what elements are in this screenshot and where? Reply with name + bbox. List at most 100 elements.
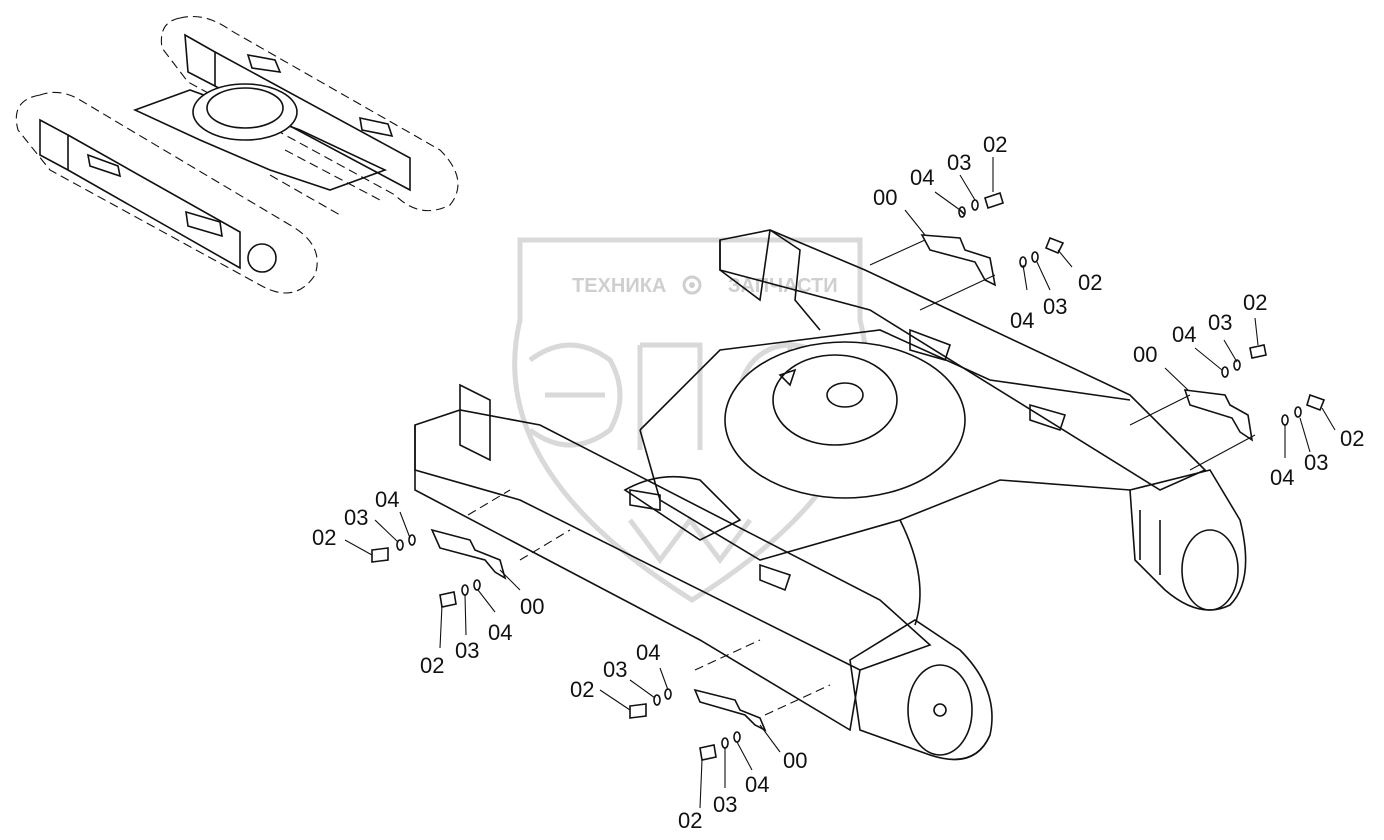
bolt-1 bbox=[959, 191, 1004, 216]
center-pad-4 bbox=[759, 563, 792, 592]
guard-bracket-2-leaders bbox=[1129, 394, 1256, 471]
callout-label: 02 bbox=[1078, 270, 1102, 295]
callout-label: 00 bbox=[520, 594, 544, 619]
callout-label: 04 bbox=[1172, 322, 1196, 347]
rear-idler-detail bbox=[1139, 510, 1161, 575]
callout-label: 04 bbox=[636, 640, 660, 665]
callout-label: 03 bbox=[1208, 310, 1232, 335]
guard-bracket-small-2 bbox=[359, 116, 394, 138]
washer-7a bbox=[653, 694, 661, 706]
callout-label: 00 bbox=[783, 748, 807, 773]
callout-label: 03 bbox=[603, 657, 627, 682]
track-guard-bracket-upper-front bbox=[1129, 389, 1256, 471]
washer-7b bbox=[664, 688, 672, 700]
center-pad-3 bbox=[629, 489, 661, 511]
callout-label: 03 bbox=[1304, 450, 1328, 475]
swing-ring-small-inner bbox=[206, 87, 284, 129]
bolt-7 bbox=[629, 703, 647, 719]
bolt-6 bbox=[439, 591, 457, 608]
front-frame-end-bracket bbox=[459, 383, 491, 462]
swing-center bbox=[826, 382, 864, 408]
callout-label: 03 bbox=[1043, 294, 1067, 319]
front-frame-idler-housing bbox=[849, 619, 993, 761]
callout-label: 02 bbox=[420, 653, 444, 678]
bolt-3 bbox=[1249, 344, 1267, 359]
washer-3b bbox=[1221, 366, 1229, 378]
track-guard-bracket-lower-front bbox=[693, 639, 831, 732]
callout-label: 04 bbox=[488, 620, 512, 645]
bolt-2 bbox=[1044, 236, 1065, 255]
guard-bracket-1 bbox=[920, 234, 997, 287]
rear-idler-bore bbox=[1181, 529, 1239, 611]
washer-2a bbox=[1031, 251, 1039, 263]
washer-1a bbox=[971, 199, 979, 211]
callout-label: 02 bbox=[1243, 290, 1267, 315]
callout-label: 00 bbox=[873, 185, 897, 210]
washer-4a bbox=[1294, 406, 1302, 418]
callout-label: 03 bbox=[713, 792, 737, 817]
callout-label: 04 bbox=[1010, 308, 1034, 333]
track-guard-bracket-lower-rear bbox=[430, 489, 571, 580]
washer-6a bbox=[461, 584, 469, 596]
bolt-4 bbox=[1306, 393, 1326, 412]
guard-bracket-1-leaders bbox=[869, 239, 996, 311]
swing-ring-small bbox=[192, 83, 298, 141]
rear-side-frame-top bbox=[719, 229, 1207, 491]
callout-label: 02 bbox=[983, 132, 1007, 157]
crossmember-top bbox=[639, 329, 1131, 431]
center-pad-1 bbox=[909, 328, 952, 361]
callout-label: 00 bbox=[1133, 342, 1157, 367]
idler-wheel bbox=[247, 243, 277, 273]
undercarriage-overview bbox=[15, 15, 459, 294]
track-frame-rear bbox=[214, 51, 411, 192]
track-frame-main bbox=[414, 229, 1247, 761]
rear-frame-end bbox=[719, 229, 771, 302]
guard-bracket-3 bbox=[430, 528, 507, 580]
rear-frame-bracket bbox=[769, 229, 821, 331]
front-idler-center bbox=[933, 703, 947, 717]
center-pad-2 bbox=[1029, 403, 1067, 432]
center-opening bbox=[623, 475, 742, 541]
guard-bracket-small-1 bbox=[246, 53, 282, 73]
swing-circle bbox=[724, 341, 966, 499]
front-side-frame-face bbox=[414, 425, 861, 732]
guard-bracket-2 bbox=[1183, 389, 1254, 442]
track-guard-bracket-upper-rear bbox=[869, 234, 997, 311]
guard-bracket-small-4 bbox=[185, 210, 223, 238]
track-outline-rear bbox=[160, 15, 459, 212]
bolt-5 bbox=[371, 547, 389, 563]
callout-label: 02 bbox=[570, 677, 594, 702]
washer-5b bbox=[408, 534, 416, 546]
callout-label: 03 bbox=[455, 638, 479, 663]
washer-1b bbox=[958, 206, 966, 218]
swing-circle-inner bbox=[772, 354, 898, 446]
callout-label: 02 bbox=[312, 525, 336, 550]
bolt-8 bbox=[699, 744, 717, 761]
washer-3a bbox=[1233, 359, 1241, 371]
guard-bracket-4-leaders bbox=[694, 639, 831, 716]
fasteners bbox=[371, 191, 1326, 761]
guard-bracket-3-leaders bbox=[467, 489, 571, 561]
crossmember-leg bbox=[899, 519, 921, 626]
callout-leaders bbox=[344, 157, 1336, 809]
guard-bracket-small-3 bbox=[86, 153, 122, 178]
callout-label: 02 bbox=[678, 808, 702, 833]
callout-label: 04 bbox=[375, 487, 399, 512]
track-outline-front bbox=[15, 91, 318, 294]
callout-label: 02 bbox=[1340, 426, 1364, 451]
track-frame-front bbox=[67, 134, 241, 270]
callout-label: 04 bbox=[745, 772, 769, 797]
center-crossbeam bbox=[269, 149, 381, 216]
callout-label: 03 bbox=[344, 505, 368, 530]
crossmember-bottom bbox=[639, 429, 1131, 561]
front-side-frame-top bbox=[414, 409, 932, 671]
washer-8a bbox=[721, 737, 729, 749]
guard-bracket-4 bbox=[693, 688, 767, 732]
callout-label: 03 bbox=[947, 150, 971, 175]
gear-icon bbox=[682, 275, 702, 295]
washer-5a bbox=[396, 539, 404, 551]
swing-mark bbox=[778, 368, 797, 387]
callout-label: 04 bbox=[1270, 465, 1294, 490]
callout-labels: 02 03 04 00 04 03 02 02 03 04 00 04 03 0… bbox=[312, 132, 1364, 833]
